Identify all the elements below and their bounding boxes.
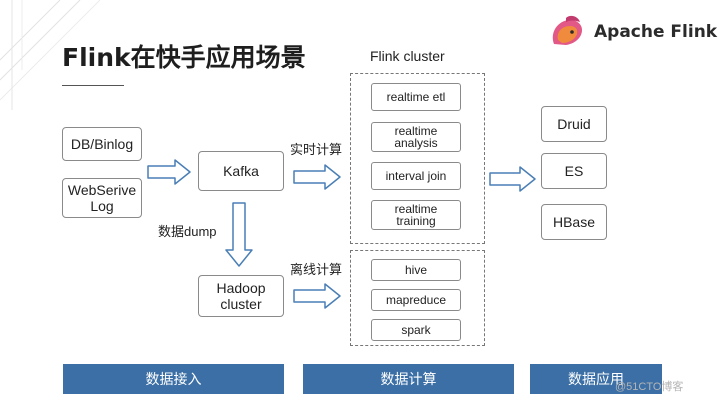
title-underline [62, 85, 124, 86]
arrow-hadoop-to-offline [293, 283, 341, 309]
arrow-flink-to-sinks [489, 166, 536, 192]
job-mapreduce: mapreduce [371, 289, 461, 311]
slide-title: Flink在快手应用场景 [62, 43, 306, 72]
arrow-sources-to-kafka [147, 159, 191, 185]
brand-name: Apache Flink [594, 22, 718, 42]
job-realtime-etl: realtime etl [371, 83, 461, 111]
job-spark: spark [371, 319, 461, 341]
edge-label-offline: 离线计算 [290, 262, 343, 277]
job-label: realtime training [394, 202, 438, 228]
job-hive: hive [371, 259, 461, 281]
brand: Apache Flink [548, 14, 717, 50]
source-db-binlog: DB/Binlog [62, 127, 142, 161]
source-label: WebSerive Log [67, 182, 137, 214]
job-interval-join: interval join [371, 162, 461, 190]
sink-label: ES [564, 163, 584, 179]
edge-label-realtime: 实时计算 [290, 142, 343, 157]
job-label: realtime analysis [394, 124, 438, 150]
job-label: interval join [385, 169, 447, 183]
arrow-kafka-to-hadoop [225, 202, 253, 267]
sink-label: HBase [552, 214, 596, 230]
squirrel-logo-icon [552, 15, 582, 45]
flink-realtime-cluster [350, 73, 485, 244]
bar-label: 数据应用 [568, 371, 624, 387]
sink-es: ES [541, 153, 607, 189]
source-label: DB/Binlog [70, 136, 134, 152]
kafka-label: Kafka [223, 163, 259, 179]
job-realtime-analysis: realtime analysis [371, 122, 461, 152]
sink-druid: Druid [541, 106, 607, 142]
bar-data-application: 数据应用 [530, 364, 662, 394]
sink-hbase: HBase [541, 204, 607, 240]
bar-label: 数据计算 [380, 371, 437, 387]
bar-label: 数据接入 [145, 371, 202, 387]
kafka-box: Kafka [198, 151, 284, 191]
job-realtime-training: realtime training [371, 200, 461, 230]
edge-label-dump: 数据dump [158, 224, 217, 239]
bar-data-compute: 数据计算 [303, 364, 514, 394]
arrow-kafka-to-realtime [293, 164, 341, 190]
source-webservice-log: WebSerive Log [62, 178, 142, 218]
hadoop-label: Hadoop cluster [216, 280, 266, 312]
job-label: realtime etl [386, 90, 446, 104]
job-label: spark [401, 323, 431, 337]
flink-offline-cluster [350, 250, 485, 346]
job-label: hive [404, 263, 427, 277]
watermark: @51CTO博客 [615, 381, 684, 393]
flink-cluster-title: Flink cluster [370, 48, 445, 64]
sink-label: Druid [557, 116, 591, 132]
hadoop-cluster-box: Hadoop cluster [198, 275, 284, 317]
job-label: mapreduce [385, 293, 447, 307]
bar-data-ingestion: 数据接入 [63, 364, 284, 394]
